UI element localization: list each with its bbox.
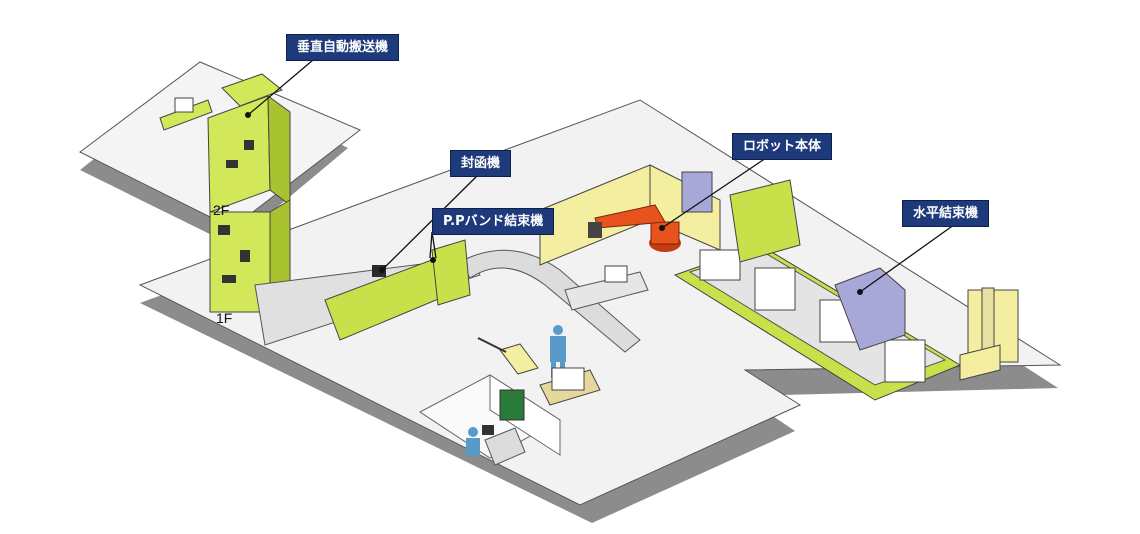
callout-pp-band-strapper: P.Pバンド結束機 [432, 208, 555, 235]
callout-leaders [247, 59, 959, 293]
callout-vertical-conveyor: 垂直自動搬送機 [286, 34, 400, 61]
office-room [419, 374, 561, 466]
callout-case-sealer: 封函機 [450, 150, 512, 177]
robot-arm [588, 204, 681, 252]
forklift [959, 287, 1019, 381]
horizontal-strapping-line [673, 179, 962, 401]
callout-leader-dots [245, 112, 863, 295]
floor-label-1f: 1F [216, 310, 233, 326]
side-conveyor [564, 265, 649, 311]
callout-horizontal-strapper: 水平結束機 [902, 200, 990, 227]
worker [477, 325, 601, 406]
robot-cell [539, 164, 721, 266]
callout-robot-body: ロボット本体 [732, 133, 833, 160]
upper-conveyor [159, 97, 213, 131]
floor-label-2f: 2F [213, 202, 230, 218]
main-conveyor [254, 239, 641, 353]
